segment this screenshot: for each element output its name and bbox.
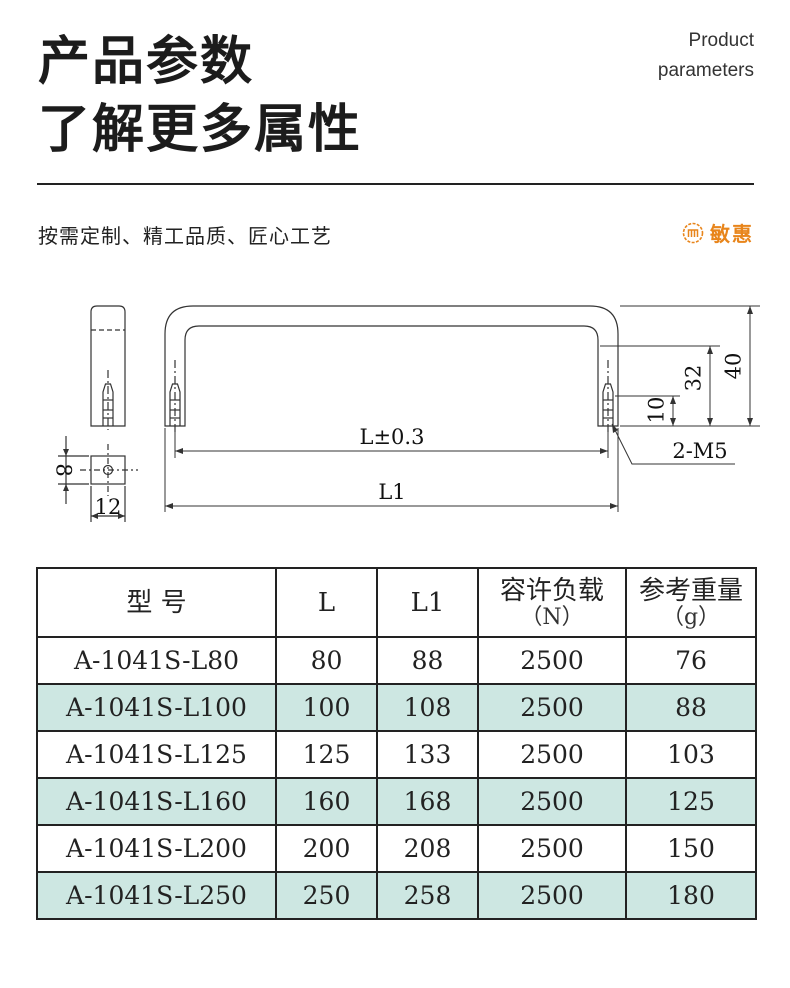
header-divider <box>37 183 754 185</box>
cell-weight: 76 <box>625 636 757 685</box>
cell-L: 160 <box>275 777 378 826</box>
cell-load: 2500 <box>477 777 627 826</box>
dimension-10: 10 <box>645 397 669 424</box>
side-view <box>90 305 126 430</box>
header-L: L <box>275 567 378 638</box>
brand-name: 敏惠 <box>710 222 754 246</box>
cell-weight: 103 <box>625 730 757 779</box>
cell-L1: 208 <box>376 824 479 873</box>
cell-model: A-1041S-L250 <box>36 871 277 920</box>
cell-model: A-1041S-L125 <box>36 730 277 779</box>
header-load: 容许负载（N） <box>477 567 627 638</box>
page-title-line-2: 了解更多属性 <box>38 100 363 160</box>
cell-L: 80 <box>275 636 378 685</box>
cell-weight: 88 <box>625 683 757 732</box>
cell-load: 2500 <box>477 824 627 873</box>
spec-table: 型 号 L L1 容许负载（N） 参考重量（g） A-1041S-L80 80 … <box>36 567 757 920</box>
dimension-12: 12 <box>95 495 122 519</box>
cell-L1: 88 <box>376 636 479 685</box>
cell-model: A-1041S-L80 <box>36 636 277 685</box>
table-row: A-1041S-L80 80 88 2500 76 <box>36 636 757 685</box>
cell-L1: 108 <box>376 683 479 732</box>
dimension-thread: 2-M5 <box>672 439 727 463</box>
cell-model: A-1041S-L100 <box>36 683 277 732</box>
english-title-line-1: Product <box>688 30 754 51</box>
cell-L1: 258 <box>376 871 479 920</box>
dimension-8: 8 <box>52 463 76 476</box>
cell-model: A-1041S-L160 <box>36 777 277 826</box>
table-row: A-1041S-L200 200 208 2500 150 <box>36 824 757 873</box>
cell-weight: 125 <box>625 777 757 826</box>
cell-weight: 180 <box>625 871 757 920</box>
dimension-L1: L1 <box>378 480 405 504</box>
table-row: A-1041S-L100 100 108 2500 88 <box>36 683 757 732</box>
table-row: A-1041S-L160 160 168 2500 125 <box>36 777 757 826</box>
header-model: 型 号 <box>36 567 277 638</box>
dimension-L: L±0.3 <box>360 425 425 449</box>
table-row: A-1041S-L125 125 133 2500 103 <box>36 730 757 779</box>
brand-logo-icon <box>682 222 704 243</box>
cell-L: 125 <box>275 730 378 779</box>
tagline: 按需定制、精工品质、匠心工艺 <box>38 224 332 248</box>
cell-weight: 150 <box>625 824 757 873</box>
cell-load: 2500 <box>477 636 627 685</box>
cell-load: 2500 <box>477 683 627 732</box>
cell-load: 2500 <box>477 871 627 920</box>
page-title-line-1: 产品参数 <box>38 32 255 92</box>
header-weight: 参考重量（g） <box>625 567 757 638</box>
dimension-32: 32 <box>682 365 706 392</box>
technical-drawing: 8 12 L±0.3 L1 <box>52 305 760 522</box>
cell-L: 250 <box>275 871 378 920</box>
dimension-40: 40 <box>722 353 746 380</box>
header-L1: L1 <box>376 567 479 638</box>
end-view <box>58 436 138 522</box>
table-row: A-1041S-L250 250 258 2500 180 <box>36 871 757 920</box>
dimension-lines <box>164 305 760 512</box>
cell-L: 200 <box>275 824 378 873</box>
table-header-row: 型 号 L L1 容许负载（N） 参考重量（g） <box>36 567 757 638</box>
cell-L1: 168 <box>376 777 479 826</box>
cell-L: 100 <box>275 683 378 732</box>
cell-load: 2500 <box>477 730 627 779</box>
cell-L1: 133 <box>376 730 479 779</box>
english-title-line-2: parameters <box>657 60 754 81</box>
handle-front-view <box>164 305 619 432</box>
brand: 敏惠 <box>682 218 754 247</box>
cell-model: A-1041S-L200 <box>36 824 277 873</box>
